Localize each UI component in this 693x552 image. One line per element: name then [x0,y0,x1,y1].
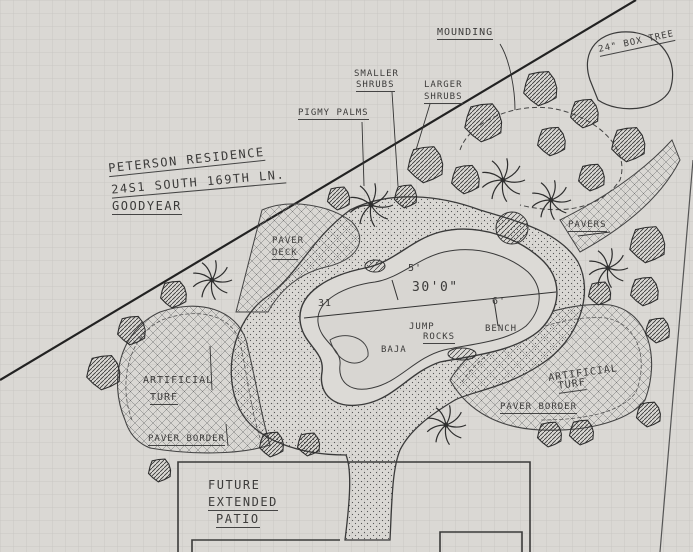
smaller-shrubs-label-1: SMALLER [354,69,399,79]
shrub-symbol [629,276,659,307]
palm-trunk [500,177,506,183]
shrub-symbol [568,419,594,446]
palm-trunk [368,202,374,208]
leader-larger-shrubs [415,103,431,151]
dim-tick-5 [391,279,399,301]
shrub-symbol [611,127,646,163]
dim-tick-6 [493,299,499,327]
leader-pavers [577,231,611,237]
leader-pigmy-palms [361,121,365,187]
leader-border-left [225,423,229,447]
bench-label: BENCH [485,324,518,334]
left-turf-label-1: ARTIFICIAL [143,375,214,386]
right-paver-border-label: PAVER BORDER [500,402,578,414]
pavers-label: PAVERS [568,220,607,232]
left-paver-border-label: PAVER BORDER [148,434,226,446]
shrub-symbol [116,315,146,346]
shrub-symbol [629,226,666,264]
patio-outline [177,461,531,552]
shrub-symbol [326,186,351,211]
pigmy-palms-label: PIGMY PALMS [298,108,369,120]
palm-group [192,158,629,446]
shrub-symbol [569,98,599,129]
dim-30-label: 30'0" [412,280,459,295]
property-line [0,0,637,381]
larger-shrubs-label-2: SHRUBS [424,92,463,104]
shrub-symbol [577,163,605,192]
jump-rocks [447,347,477,361]
future-patio-label-3: PATIO [216,512,260,528]
shrub-symbol [644,317,670,344]
palm-trunk [605,265,611,271]
baja-label: BAJA [381,345,407,355]
dim-31-label: 31 [318,298,333,309]
shrub-symbol [407,146,444,184]
edge-rock [364,259,386,273]
paver-deck-label-2: DECK [272,248,298,260]
future-patio-label-2: EXTENDED [208,495,278,511]
pool-inner-edge [317,249,540,390]
shrub-symbol [587,281,612,306]
left-turf-label-2: TURF [150,392,179,405]
paver-deck-label-1: PAVER [272,236,305,246]
leader-turf-left [209,345,213,391]
shrub-symbol [296,432,321,457]
dim-5-label: 5' [408,263,423,274]
jump-rocks-label-1: JUMP [409,322,435,332]
palm-symbol [192,260,233,301]
shrub-symbol [86,355,121,391]
shrub-symbol [464,103,503,143]
palm-symbol [426,405,467,446]
palm-trunk [443,422,449,428]
residence-city: GOODYEAR [112,199,182,215]
shrub-symbol [258,431,284,458]
palm-trunk [548,197,554,203]
right-boundary-line [659,159,693,552]
shrub-symbol [450,164,480,195]
leader-mounding [499,43,516,111]
baja-shelf [329,335,369,364]
shrub-group [86,71,670,483]
jump-rocks-label-2: ROCKS [423,332,456,344]
boulder-cluster [495,211,529,245]
palm-symbol [531,180,572,221]
palm-symbol [481,158,526,203]
palm-symbol [588,248,629,289]
pool-length-dimension [303,291,557,319]
shrub-symbol [536,126,566,157]
future-patio-label-1: FUTURE [208,478,261,492]
pavers-strip [559,139,681,253]
house-wall [191,531,523,552]
palm-symbol [349,183,394,228]
box-tree-canopy [586,31,674,110]
shrub-symbol [393,184,418,209]
shrub-symbol [635,401,661,428]
palm-trunk [209,277,215,283]
larger-shrubs-label-1: LARGER [424,80,463,90]
shrub-symbol [147,458,172,483]
shrub-symbol [536,421,562,448]
smaller-shrubs-label-2: SHRUBS [356,80,395,92]
shrub-symbol [523,71,558,107]
leader-smaller-shrubs [391,91,399,187]
dim-6-label: 6' [492,296,507,307]
mounding-label: MOUNDING [437,27,494,40]
shrub-symbol [159,280,187,309]
